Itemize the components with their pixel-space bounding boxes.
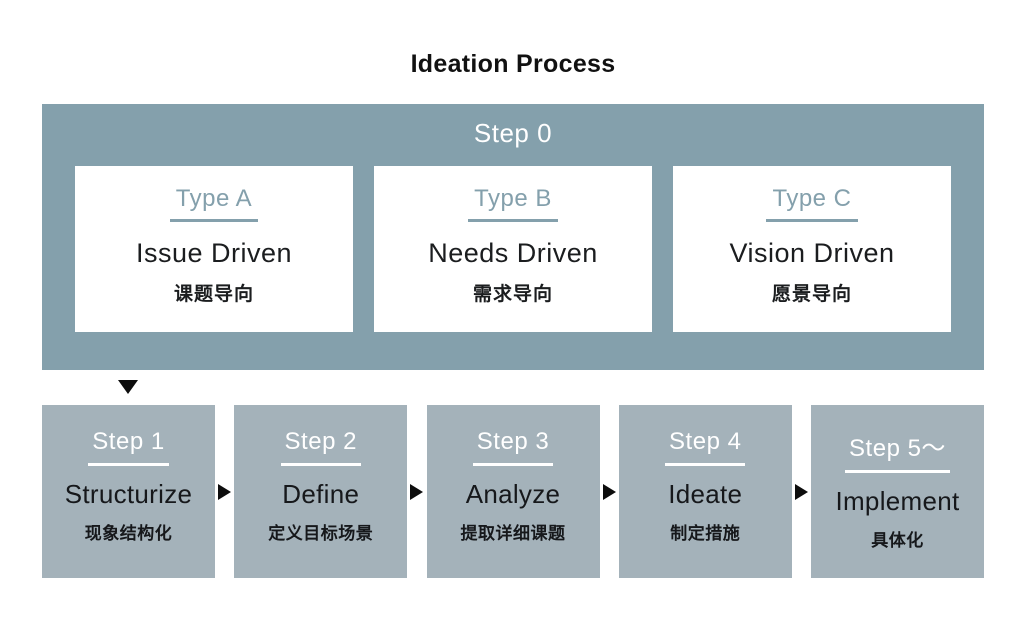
arrow-gap-3 — [600, 405, 619, 578]
step4-label: Step 4 — [665, 428, 746, 466]
step2-label: Step 2 — [280, 428, 361, 466]
type-b-english-label: Needs Driven — [428, 238, 598, 268]
type-c-chinese-label: 愿景导向 — [771, 284, 852, 305]
type-b-label: Type B — [468, 185, 558, 222]
step1-box: Step 1 Structurize 现象结构化 — [42, 405, 215, 578]
step4-english-label: Ideate — [668, 479, 743, 509]
type-b-chinese-label: 需求导向 — [472, 284, 553, 305]
arrow-gap-2 — [407, 405, 426, 578]
step1-label: Step 1 — [88, 428, 169, 466]
step3-chinese-label: 提取详细课题 — [460, 524, 566, 543]
step4-box: Step 4 Ideate 制定措施 — [618, 405, 792, 578]
type-card-a: Type A Issue Driven 课题导向 — [75, 166, 353, 332]
type-cards-row: Type A Issue Driven 课题导向 Type B Needs Dr… — [75, 166, 951, 332]
step2-chinese-label: 定义目标场景 — [268, 524, 374, 543]
type-c-label: Type C — [766, 185, 858, 222]
step3-label: Step 3 — [472, 428, 554, 466]
step5-box: Step 5〜 Implement 具体化 — [811, 405, 984, 578]
type-a-label: Type A — [169, 185, 259, 222]
step5-label: Step 5〜 — [845, 428, 950, 473]
step0-band: Step 0 Type A Issue Driven 课题导向 Type B N… — [42, 104, 984, 370]
step3-english-label: Analyze — [465, 479, 561, 509]
step1-english-label: Structurize — [64, 479, 193, 509]
down-arrow-icon — [118, 380, 138, 394]
step2-english-label: Define — [282, 479, 360, 509]
right-arrow-icon — [218, 483, 232, 500]
type-c-english-label: Vision Driven — [729, 238, 895, 268]
step1-chinese-label: 现象结构化 — [84, 524, 173, 543]
right-arrow-icon — [602, 483, 616, 500]
step3-box: Step 3 Analyze 提取详细课题 — [426, 405, 600, 578]
type-card-b: Type B Needs Driven 需求导向 — [374, 166, 652, 332]
step2-box: Step 2 Define 定义目标场景 — [234, 405, 408, 578]
step5-english-label: Implement — [835, 486, 960, 516]
arrow-gap-4 — [792, 405, 811, 578]
diagram-title: Ideation Process — [410, 50, 616, 78]
step5-chinese-label: 具体化 — [871, 531, 924, 550]
right-arrow-icon — [410, 483, 424, 500]
type-a-chinese-label: 课题导向 — [173, 284, 254, 305]
type-card-c: Type C Vision Driven 愿景导向 — [673, 166, 951, 332]
type-a-english-label: Issue Driven — [135, 238, 293, 268]
arrow-gap-1 — [215, 405, 234, 578]
step0-label: Step 0 — [473, 118, 553, 148]
step4-chinese-label: 制定措施 — [670, 524, 741, 543]
steps-row: Step 1 Structurize 现象结构化 Step 2 Define 定… — [42, 405, 984, 578]
right-arrow-icon — [794, 483, 808, 500]
